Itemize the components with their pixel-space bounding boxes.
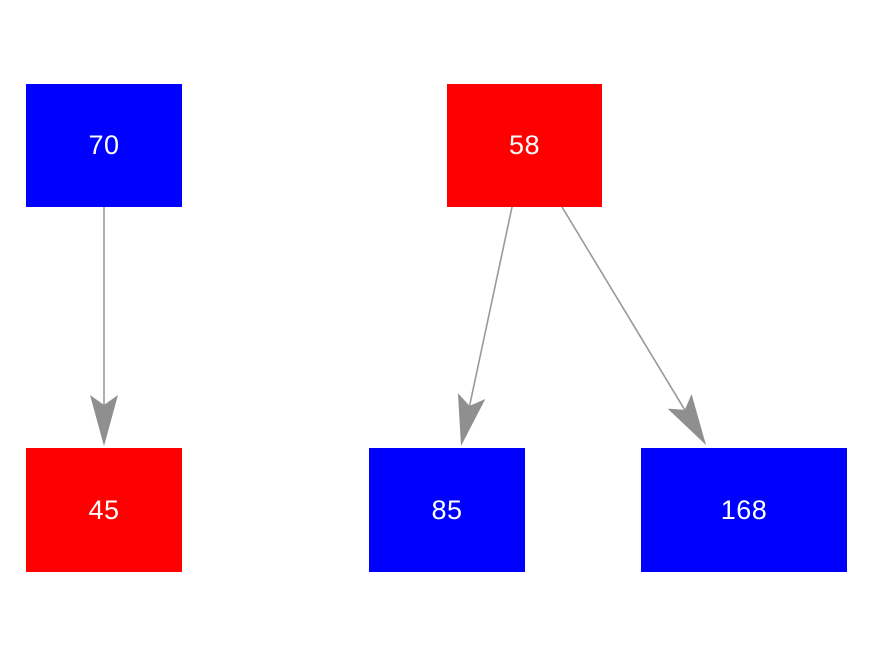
graph-node-58: 58: [447, 84, 602, 207]
node-label: 70: [88, 130, 120, 160]
node-label: 45: [88, 494, 120, 525]
graph-node-45: 45: [26, 448, 182, 572]
edge-arrowhead-58-168: [667, 394, 706, 445]
node-label: 168: [720, 494, 768, 525]
graph-node-168: 168: [641, 448, 847, 572]
node-label: 58: [508, 130, 541, 160]
edge-line-58-168: [561, 206, 686, 411]
edge-arrowhead-58-85: [457, 393, 486, 446]
edge-arrowhead-70-45: [90, 395, 118, 446]
node-label: 85: [431, 494, 463, 525]
edge-line-58-85: [468, 206, 513, 407]
graph-node-70: 70: [26, 84, 182, 207]
graph-node-85: 85: [369, 448, 525, 572]
